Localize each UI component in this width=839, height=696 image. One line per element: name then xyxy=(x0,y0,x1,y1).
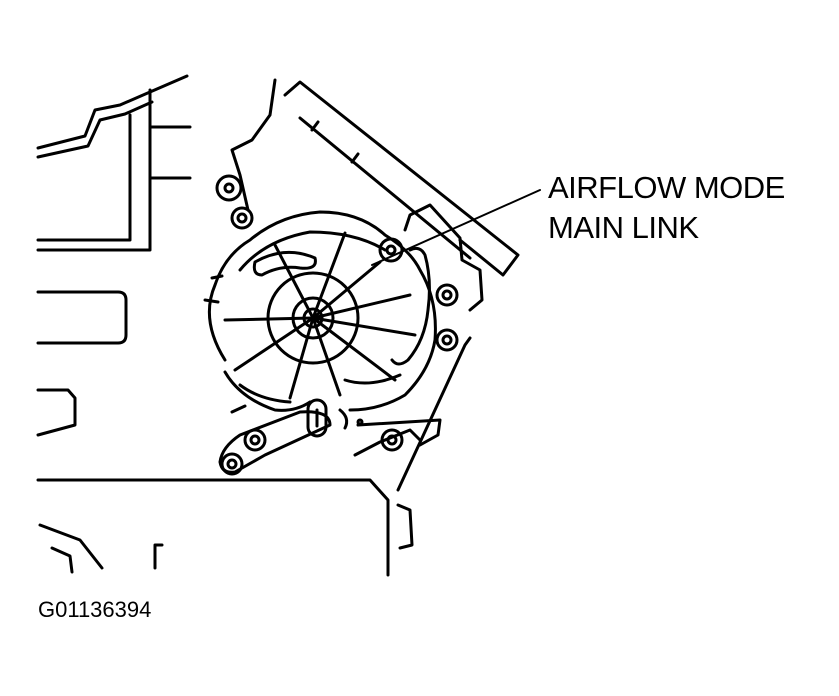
wheel-spoke-8 xyxy=(233,316,315,372)
lower-corner-1 xyxy=(38,523,104,570)
callout-label-line-2: MAIN LINK xyxy=(548,210,699,245)
wheel-spoke-3 xyxy=(311,293,412,320)
pivot-bushing-upper-left xyxy=(215,174,243,202)
pivot-bushing-lower-right xyxy=(380,428,404,452)
detail-mark-2 xyxy=(203,298,220,304)
housing-left-notch xyxy=(36,388,77,437)
pivot-bushing-lower-left xyxy=(243,428,267,452)
detail-mark-1 xyxy=(210,274,224,280)
link-pin-slot xyxy=(306,398,328,438)
callout-leader-line xyxy=(371,189,541,266)
main-link-right-slot xyxy=(390,246,431,366)
main-link-arc-lower xyxy=(343,373,402,385)
actuator-rail xyxy=(283,80,520,277)
actuator-rail-inner xyxy=(298,116,472,260)
callout-label-line-1: AIRFLOW MODE xyxy=(548,170,785,205)
housing-left-slot xyxy=(36,290,128,345)
lower-corner-2 xyxy=(50,546,74,574)
pivot-bushing-right-2 xyxy=(435,328,459,352)
housing-right-wall xyxy=(396,336,472,492)
detail-mark-3 xyxy=(230,404,247,414)
rail-bracket xyxy=(403,203,484,312)
wheel-spoke-6 xyxy=(311,316,342,397)
pivot-bushing-lower-corner xyxy=(220,452,244,476)
housing-upper-panel-inner xyxy=(36,113,132,242)
housing-upper-panel xyxy=(36,88,152,252)
rail-tick-2 xyxy=(350,152,360,164)
figure-id: G01136394 xyxy=(38,597,152,622)
wheel-hub xyxy=(291,296,335,340)
wheel-hub-bore xyxy=(302,307,324,329)
main-link-cam-slot xyxy=(252,250,317,277)
pivot-bushing-left xyxy=(230,206,254,230)
pivot-bushing-top-right xyxy=(378,237,404,263)
housing-right-step xyxy=(396,503,414,550)
housing-top-left-inner xyxy=(36,100,154,159)
main-link-inner-guide xyxy=(238,230,387,272)
housing-bottom-edge xyxy=(36,478,390,577)
right-link-arm xyxy=(356,418,442,447)
pivot-bushing-right-1 xyxy=(435,283,459,307)
rail-tick-1 xyxy=(310,120,320,132)
main-link-outer-guide-2 xyxy=(223,370,312,412)
wheel-spoke-7 xyxy=(288,316,315,400)
detail-dot xyxy=(356,418,364,426)
housing-upper-body xyxy=(230,78,277,212)
wheel-spoke-4 xyxy=(311,316,417,337)
main-link-cam-slot-2 xyxy=(238,383,292,404)
wheel-spoke-10 xyxy=(273,243,315,320)
wheel-spoke-5 xyxy=(311,316,397,382)
detail-mark-4 xyxy=(338,408,349,430)
lower-post xyxy=(153,543,164,570)
housing-top-left-edge xyxy=(36,74,189,150)
wheel-inner-ring xyxy=(266,271,360,365)
